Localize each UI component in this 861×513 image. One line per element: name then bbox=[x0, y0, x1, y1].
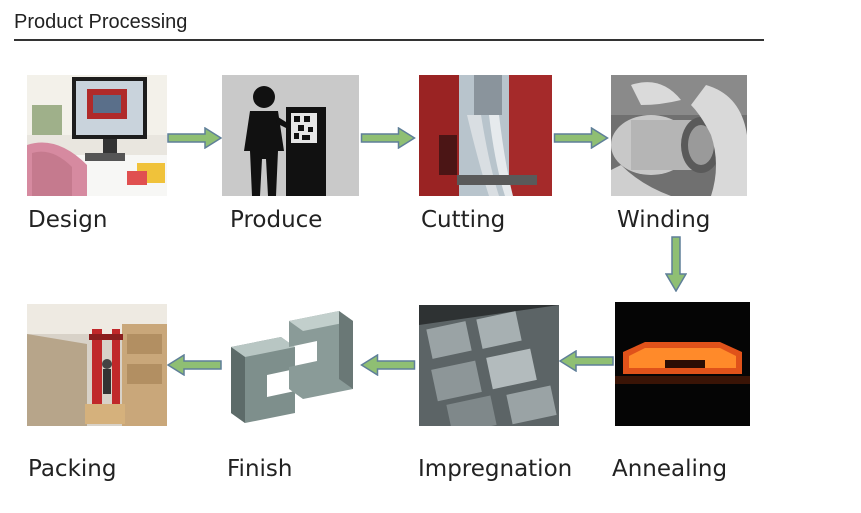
arrow-right-icon bbox=[167, 127, 222, 149]
step-label-finish: Finish bbox=[227, 456, 293, 482]
winding-image bbox=[611, 75, 747, 196]
step-label-cutting: Cutting bbox=[421, 207, 506, 233]
page-title: Product Processing bbox=[14, 11, 188, 33]
packing-image bbox=[27, 304, 167, 426]
arrow-down-icon bbox=[665, 236, 687, 292]
arrow-right-icon bbox=[553, 127, 609, 149]
step-label-packing: Packing bbox=[28, 456, 117, 482]
impregnation-image bbox=[419, 305, 559, 426]
arrow-left-icon bbox=[559, 350, 614, 372]
step-label-produce: Produce bbox=[230, 207, 323, 233]
step-label-design: Design bbox=[28, 207, 108, 233]
arrow-left-icon bbox=[167, 354, 222, 376]
produce-image bbox=[222, 75, 359, 196]
arrow-right-icon bbox=[360, 127, 416, 149]
step-label-winding: Winding bbox=[617, 207, 711, 233]
step-label-annealing: Annealing bbox=[612, 456, 728, 482]
title-divider bbox=[14, 39, 764, 41]
finish-image bbox=[223, 307, 360, 426]
annealing-image bbox=[615, 302, 750, 426]
cutting-image bbox=[419, 75, 552, 196]
design-image bbox=[27, 75, 167, 196]
arrow-left-icon bbox=[360, 354, 416, 376]
step-label-impregnation: Impregnation bbox=[418, 456, 573, 482]
